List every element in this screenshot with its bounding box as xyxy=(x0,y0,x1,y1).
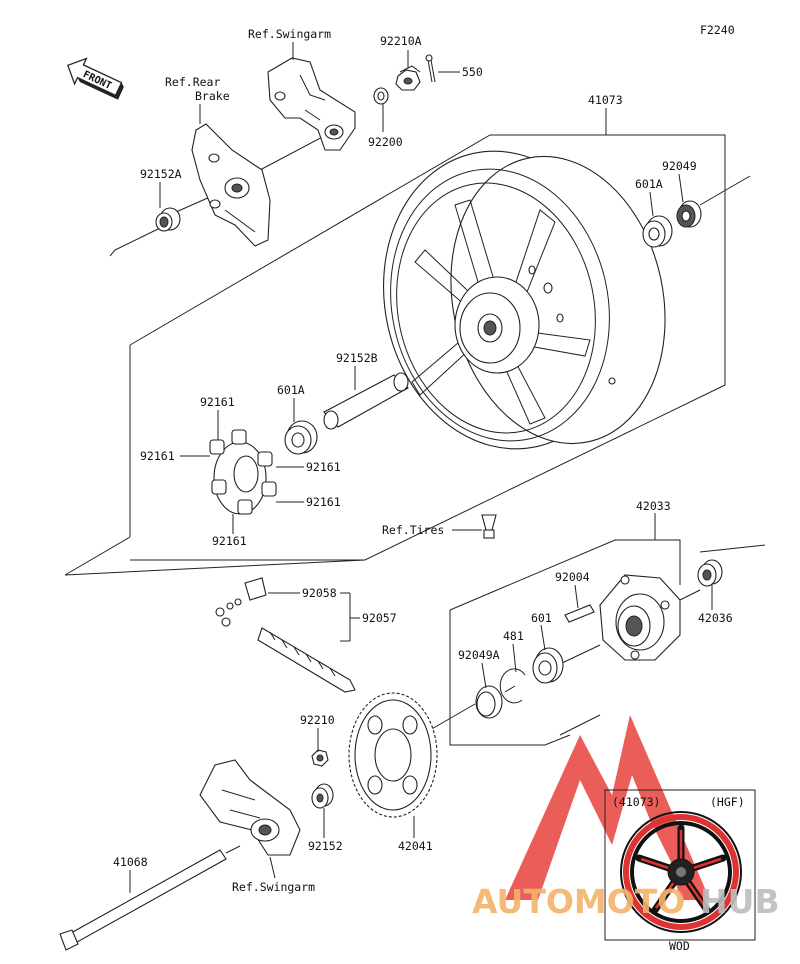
inset-variant: WOD xyxy=(669,939,690,953)
figure-code: F2240 xyxy=(700,23,735,37)
swingarm-bracket-bottom xyxy=(199,759,301,856)
inset-variant-box: (41073) (HGF) WOD xyxy=(604,789,756,953)
label-ref-swingarm-top: Ref.Swingarm xyxy=(248,27,331,41)
tire-valve xyxy=(481,514,497,539)
label-92057: 92057 xyxy=(362,611,397,625)
inset-wheel-icon xyxy=(620,811,742,933)
label-481: 481 xyxy=(503,629,524,643)
part-labels: Ref.Swingarm 92210A 550 Ref.Rear Brake 9… xyxy=(113,27,733,894)
label-92161-a: 92161 xyxy=(200,395,235,409)
label-41068: 41068 xyxy=(113,855,148,869)
label-ref-rear-brake-1: Ref.Rear xyxy=(165,75,220,89)
stud-92004 xyxy=(564,604,595,623)
nut-92210A xyxy=(395,65,421,91)
sprocket-hub-42033 xyxy=(599,574,681,661)
label-ref-tires: Ref.Tires xyxy=(382,523,444,537)
watermark-text: AUTOMOTO HUB xyxy=(472,882,780,921)
label-92004: 92004 xyxy=(555,570,590,584)
label-92152: 92152 xyxy=(308,839,343,853)
label-601: 601 xyxy=(531,611,552,625)
bearing-601A-left xyxy=(284,420,318,455)
watermark-text-1: AUTOMOTO xyxy=(472,882,685,921)
leader-lines xyxy=(129,42,713,893)
damper-92161 xyxy=(209,429,277,515)
washer-92200 xyxy=(373,87,389,105)
collar-92152B xyxy=(323,372,409,430)
label-550: 550 xyxy=(462,65,483,79)
label-92152B: 92152B xyxy=(336,351,378,365)
label-92210: 92210 xyxy=(300,713,335,727)
seal-92049A xyxy=(475,685,503,719)
label-92161-d: 92161 xyxy=(306,495,341,509)
rear-wheel-41073 xyxy=(382,150,666,450)
label-92152A: 92152A xyxy=(140,167,182,181)
seal-92049 xyxy=(676,200,702,228)
inset-part-number: (41073) xyxy=(612,795,660,809)
label-42041: 42041 xyxy=(398,839,433,853)
cotter-pin-550 xyxy=(425,54,436,83)
label-42036: 42036 xyxy=(698,611,733,625)
label-ref-rear-brake-2: Brake xyxy=(195,89,230,103)
collar-92152A xyxy=(155,207,181,232)
collar-42036 xyxy=(697,559,723,587)
bearing-601 xyxy=(532,647,564,684)
watermark-text-2: HUB xyxy=(700,882,780,921)
label-ref-swingarm-bottom: Ref.Swingarm xyxy=(232,880,315,894)
front-arrow-icon: FRONT xyxy=(66,57,124,100)
label-601A-right: 601A xyxy=(635,177,663,191)
label-92161-c: 92161 xyxy=(306,460,341,474)
label-42033: 42033 xyxy=(636,499,671,513)
rear-brake-bracket xyxy=(191,123,271,247)
label-92200: 92200 xyxy=(368,135,403,149)
label-41073: 41073 xyxy=(588,93,623,107)
sprocket-frame xyxy=(429,539,766,746)
label-92058: 92058 xyxy=(302,586,337,600)
label-92049: 92049 xyxy=(662,159,697,173)
label-601A-left: 601A xyxy=(277,383,305,397)
bearing-601A-right xyxy=(642,215,673,248)
collar-92152 xyxy=(311,783,334,809)
circlip-481 xyxy=(499,668,526,704)
label-92210A: 92210A xyxy=(380,34,422,48)
chain-92057 xyxy=(257,627,356,693)
label-92161-b: 92161 xyxy=(140,449,175,463)
label-92049A: 92049A xyxy=(458,648,500,662)
sprocket-42041 xyxy=(348,692,438,818)
nut-92210 xyxy=(311,749,329,767)
axle-41068 xyxy=(59,845,241,951)
label-92161-e: 92161 xyxy=(212,534,247,548)
chain-joint-92058 xyxy=(215,577,267,627)
swingarm-bracket-top xyxy=(267,57,356,151)
inset-color-code: (HGF) xyxy=(710,795,745,809)
